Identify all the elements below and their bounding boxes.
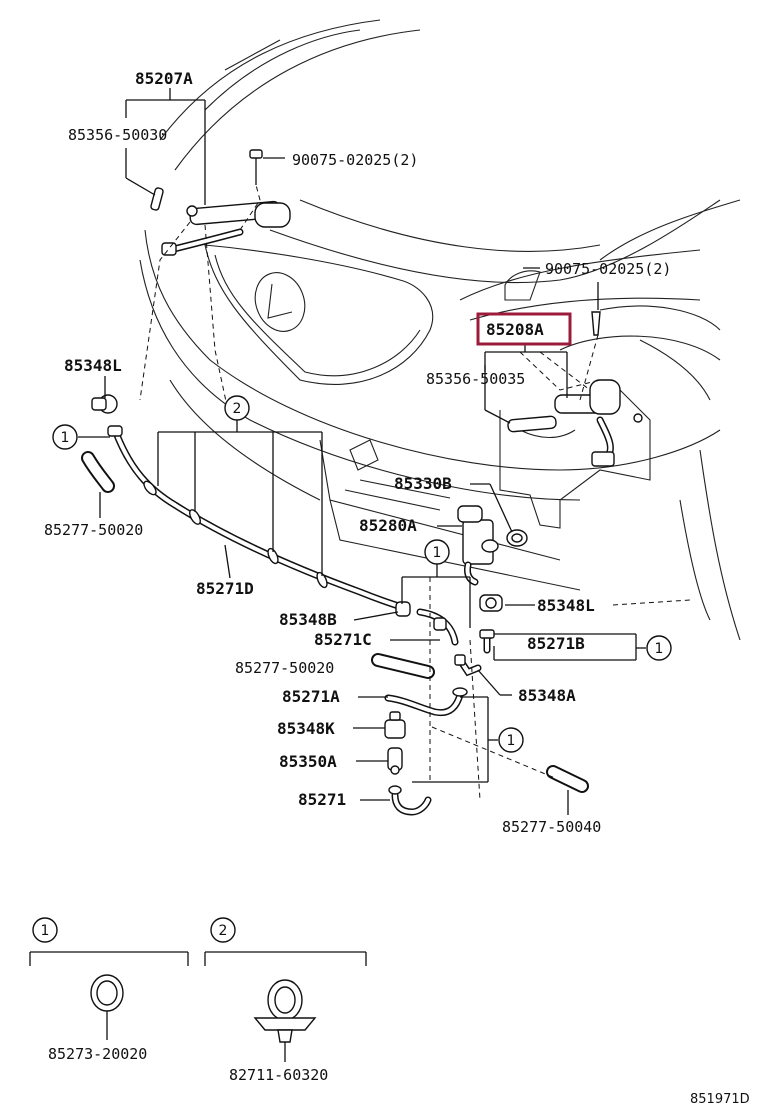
hose-85271B	[479, 629, 495, 654]
callout-1-mid[interactable]: 1	[424, 539, 450, 565]
sleeve-85277-50040	[546, 765, 589, 793]
label-85277-50020-left[interactable]: 85277-50020	[44, 521, 143, 539]
callout-circles: 1 2 1 1 1 1 2	[32, 395, 672, 943]
label-85208A[interactable]: 85208A	[486, 320, 544, 339]
valve-85348L-right	[479, 594, 503, 612]
label-85271D[interactable]: 85271D	[196, 579, 254, 598]
label-85348L-right[interactable]: 85348L	[537, 596, 595, 615]
label-90075-02025-right[interactable]: 90075-02025(2)	[545, 260, 671, 278]
label-85350A[interactable]: 85350A	[279, 752, 337, 771]
label-85348K[interactable]: 85348K	[277, 719, 335, 738]
label-90075-02025-top[interactable]: 90075-02025(2)	[292, 151, 418, 169]
label-85271[interactable]: 85271	[298, 790, 346, 809]
label-85348L-left[interactable]: 85348L	[64, 356, 122, 375]
footer-diagram-code: 851971D	[690, 1092, 750, 1107]
label-85273-20020[interactable]: 85273-20020	[48, 1045, 147, 1063]
label-85207A[interactable]: 85207A	[135, 69, 193, 88]
bolt-right	[591, 311, 601, 336]
callout-1-right[interactable]: 1	[646, 635, 672, 661]
label-85348A[interactable]: 85348A	[518, 686, 576, 705]
left-washer-nozzle-assembly	[150, 187, 291, 256]
bolt-top	[249, 149, 263, 185]
callout-2-legend[interactable]: 2	[210, 917, 236, 943]
vehicle-outline	[139, 19, 741, 641]
leader-lines	[29, 88, 691, 966]
washer-pump-85280A	[457, 505, 499, 586]
callout-1-legend-text: 1	[41, 923, 50, 939]
label-85271A[interactable]: 85271A	[282, 687, 340, 706]
label-85271B[interactable]: 85271B	[527, 634, 585, 653]
callout-2-mid-text: 2	[233, 401, 242, 417]
label-85356-50030[interactable]: 85356-50030	[68, 126, 167, 144]
clip-85348L-left	[91, 394, 118, 414]
label-85330B[interactable]: 85330B	[394, 474, 452, 493]
callout-1-left-text: 1	[61, 430, 70, 446]
hose-85271D	[107, 425, 409, 612]
callout-1-lower[interactable]: 1	[498, 727, 524, 753]
hose-85271	[388, 785, 432, 816]
callout-1-left[interactable]: 1	[52, 424, 78, 450]
valve-85350A	[387, 747, 403, 775]
callout-1-mid-text: 1	[433, 545, 442, 561]
callout-1-right-text: 1	[655, 641, 664, 657]
grommet-85330B	[506, 529, 528, 547]
label-85277-50020-mid[interactable]: 85277-50020	[235, 659, 334, 677]
label-85280A[interactable]: 85280A	[359, 516, 417, 535]
label-85356-50035[interactable]: 85356-50035	[426, 370, 525, 388]
joint-85348A	[454, 654, 482, 677]
label-85277-50040[interactable]: 85277-50040	[502, 818, 601, 836]
callout-1-legend[interactable]: 1	[32, 917, 58, 943]
clamp-85273-20020	[90, 974, 124, 1040]
highlight-box-85208A	[476, 312, 572, 346]
label-85348B[interactable]: 85348B	[279, 610, 337, 629]
sleeve-85277-50020-mid	[371, 653, 435, 679]
callout-1-lower-text: 1	[507, 733, 516, 749]
label-85271C[interactable]: 85271C	[314, 630, 372, 649]
callout-2-mid[interactable]: 2	[224, 395, 250, 421]
label-82711-60320[interactable]: 82711-60320	[229, 1066, 328, 1084]
parts-shapes	[81, 149, 643, 1062]
hose-85271C	[416, 608, 459, 646]
connector-85348K	[384, 711, 406, 739]
hose-85271A	[384, 687, 468, 717]
right-washer-nozzle-assembly	[507, 379, 643, 467]
part-labels: 85207A 85356-50030 90075-02025(2) 90075-…	[44, 69, 750, 1107]
sleeve-85277-50020-left	[81, 451, 115, 493]
clip-82711-60320	[253, 979, 317, 1062]
clip-85348B	[395, 601, 411, 617]
callout-2-legend-text: 2	[219, 923, 228, 939]
